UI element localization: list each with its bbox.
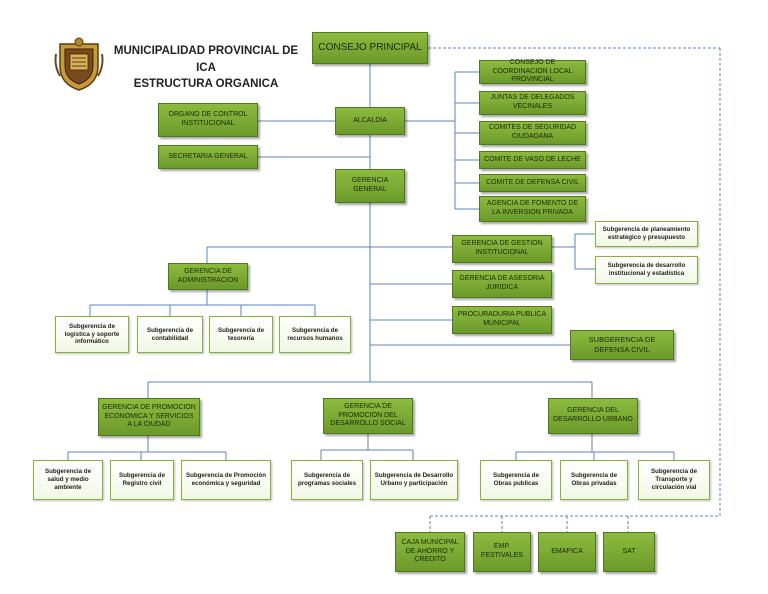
sub-contabilidad-box: Subgerencia de contabilidad	[137, 316, 203, 353]
agencia-fomento-box: AGENCIA DE FOMENTO DE LA INVERSION PRIVA…	[479, 196, 586, 222]
procuraduria-box: PROCURADURIA PUBLICA MUNICIPAL	[452, 306, 552, 334]
sub-planeamiento-box: Subgerencia de planeamiento estratégico …	[595, 221, 698, 247]
emp-festivales-box: EMP. FESTIVALES	[473, 532, 531, 572]
sub-obras-publicas-box: Subgerencia de Obras publicas	[480, 460, 552, 500]
gerencia-asesoria-box: GERENCIA DE ASESORIA JURIDICA	[452, 270, 552, 298]
page-title: MUNICIPALIDAD PROVINCIAL DE ICA ESTRUCTU…	[108, 43, 304, 93]
title-line-1: MUNICIPALIDAD PROVINCIAL DE ICA	[113, 45, 299, 74]
sub-programas-sociales-box: Subgerencia de programas sociales	[291, 460, 363, 500]
emapica-box: EMAPICA	[538, 532, 596, 572]
sub-salud-box: Subgerencia de salud y medio ambiente	[33, 460, 103, 500]
gerencia-gestion-box: GERENCIA DE GESTION INSTITUCIONAL	[452, 235, 552, 263]
gerencia-general-box: GERENCIA GENERAL	[335, 169, 405, 203]
sub-desarrollo-humano-box: Subgerencia de Desarrollo Urbano y parti…	[370, 460, 458, 500]
sub-desarrollo-institucional-box: Subgerencia de desarrollo institucional …	[595, 256, 698, 284]
sub-obras-privadas-box: Subgerencia de Obras privadas	[560, 460, 628, 500]
comite-vaso-leche-box: COMITE DE VASO DE LECHE	[479, 151, 586, 169]
consejo-coordinacion-box: CONSEJO DE COORDINACION LOCAL PROVINCIAL	[479, 59, 586, 84]
sub-recursos-humanos-box: Subgerencia de recursos humanos	[279, 316, 351, 353]
sub-transporte-box: Subgerencia de Transporte y circulación …	[638, 460, 710, 500]
caja-municipal-box: CAJA MUNICIPAL DE AHORRO Y CREDITO	[395, 532, 465, 572]
gerencia-promocion-economica-box: GERENCIA DE PROMOCION ECONOMICA Y SERVIC…	[98, 398, 200, 436]
sub-promocion-economica-box: Subgerencia de Promoción económica y seg…	[181, 460, 271, 500]
secretaria-general-box: SECRETARIA GENERAL	[158, 145, 258, 169]
gerencia-desarrollo-social-box: GERENCIA DE PROMOCION DEL DESARROLLO SOC…	[323, 398, 413, 434]
subgerencia-defensa-civil-box: SUBGERENCIA DE DEFENSA CIVIL	[570, 330, 674, 360]
juntas-delegados-box: JUNTAS DE DELEGADOS VECINALES	[479, 91, 586, 115]
title-line-2: ESTRUCTURA ORGANICA	[133, 78, 279, 91]
comites-seguridad-box: COMITES DE SEGURIDAD CIUDADANA	[479, 121, 586, 145]
gerencia-desarrollo-urbano-box: GERENCIA DEL DESARROLLO URBANO	[548, 398, 638, 434]
sub-logistica-box: Subgerencia de logística y soporte infor…	[55, 316, 129, 353]
consejo-principal-box: CONSEJO PRINCIPAL	[312, 32, 428, 64]
comite-defensa-civil-box: COMITE DE DEFENSA CIVIL	[479, 174, 586, 192]
sub-tesoreria-box: Subgerencia de tesorería	[209, 316, 273, 353]
municipal-crest-icon	[54, 37, 104, 91]
sub-registro-civil-box: Subgerencia de Registro civil	[110, 460, 174, 500]
sat-box: SAT	[603, 532, 655, 572]
organo-control-box: ORGANO DE CONTROL INSTITUCIONAL	[158, 103, 258, 137]
alcaldia-box: ALCALDIA	[335, 107, 405, 135]
gerencia-administracion-box: GERENCIA DE ADMINISTRACION	[168, 263, 248, 290]
